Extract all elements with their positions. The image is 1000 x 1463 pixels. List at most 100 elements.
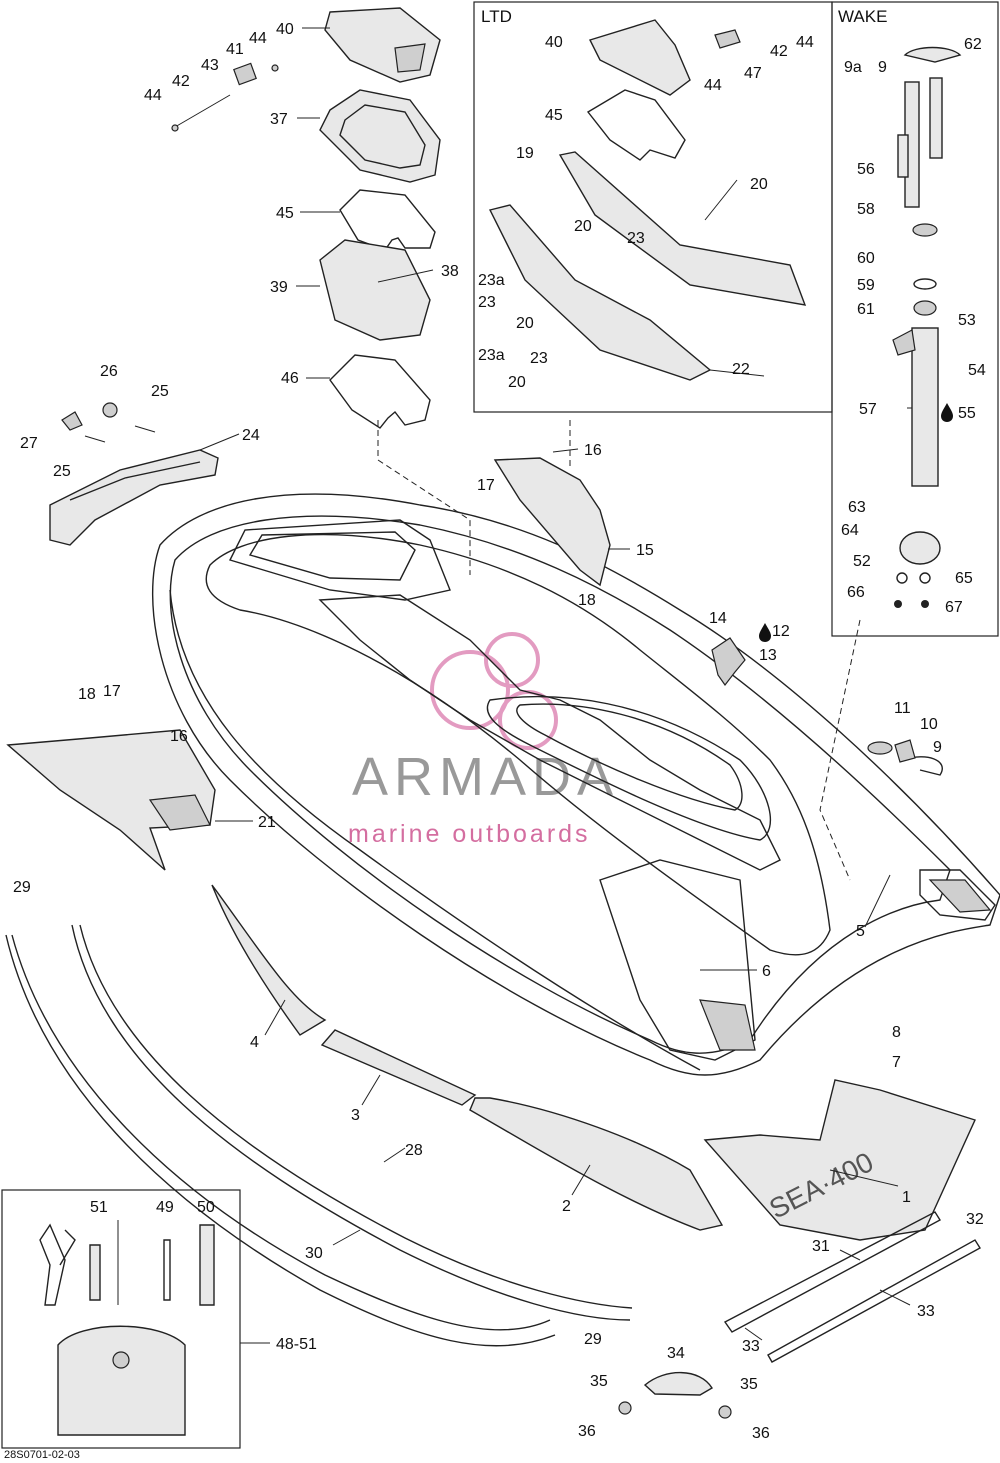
wake-nut-67b [894,600,902,608]
callout: 33 [917,1303,935,1320]
rub-strip-31 [723,1211,941,1333]
callout: 18 [578,592,596,609]
callout: 40 [276,21,294,38]
assembly-line-storage [377,420,471,575]
wake-panel-title: WAKE [838,7,887,26]
callout: 18 [78,686,96,703]
callout: 17 [103,683,121,700]
callout: 3 [351,1107,360,1124]
storage-lid [324,7,441,83]
callout: 32 [966,1211,984,1228]
watermark-logo [430,632,558,750]
storage-frame [319,89,441,183]
wake-ring-59 [913,278,937,290]
callout: 56 [857,161,875,178]
callout: 2 [562,1198,571,1215]
bow-cap-34 [643,1371,713,1396]
plug-36-b [718,1405,732,1419]
drawing-code: 28S0701-02-03 [4,1449,80,1461]
wake-post-58b [929,77,943,159]
callout: 7 [892,1054,901,1071]
fluid-drop-icon-12 [759,623,771,642]
callout: 16 [584,442,602,459]
callout: 27 [20,435,38,452]
mat-2 [469,1097,724,1231]
callout: 44 [796,34,814,51]
callout: 16 [170,728,188,745]
callout: 13 [759,647,777,664]
callout-labels-wake: 9a 9 62 56 58 60 59 61 53 54 57 55 63 64… [841,36,986,616]
callout: 60 [857,250,875,267]
callout: 48-51 [276,1336,317,1353]
callout: 23a [478,347,505,364]
callout: 63 [848,499,866,516]
callout: 49 [156,1199,174,1216]
callout: 23 [530,350,548,367]
storage-frame-inner [339,104,426,169]
callout: 29 [584,1331,602,1348]
wake-panel-box [831,1,999,637]
callout: 23 [478,294,496,311]
callout: 14 [709,610,727,627]
wake-ring-61 [913,300,937,316]
mat-4 [211,884,327,1036]
callout: 15 [636,542,654,559]
callout: 4 [250,1034,259,1051]
washer-44-b [171,124,179,132]
washer-44-a [271,64,279,72]
callout: 6 [762,963,771,980]
callout: 20 [750,176,768,193]
callout: 22 [732,361,750,378]
callout: 20 [574,218,592,235]
callout: 47 [744,65,762,82]
fasteners-25-27 [61,402,156,443]
plate-11 [867,741,893,755]
callout: 9 [878,59,887,76]
callout-labels-main: 40 41 44 43 42 44 37 45 39 38 46 26 25 2… [13,21,984,1442]
fluid-drop-icon-55 [941,403,953,422]
callout: 35 [740,1376,758,1393]
callout: 53 [958,312,976,329]
storage-bin [319,239,431,341]
callout: 9 [933,739,942,756]
tool-kit-panel-box [1,1189,241,1449]
bracket-13 [711,637,746,687]
leader-lines [199,27,912,1344]
callout: 11 [894,700,911,717]
callout: 67 [945,599,963,616]
callout: 54 [968,362,986,379]
ltd-trim-19 [558,151,807,306]
latch-41 [233,62,257,86]
wake-washer-66 [896,572,908,584]
ltd-gasket-45 [586,89,686,161]
callout: 55 [958,405,976,422]
wake-ring-60 [912,223,938,237]
callout: 8 [892,1024,901,1041]
callout: 33 [742,1338,760,1355]
watermark-brand: ARMADA [352,747,619,807]
callout: 5 [856,923,865,940]
ltd-panel-title: LTD [481,7,512,26]
callout: 50 [197,1199,215,1216]
callout: 25 [53,463,71,480]
callout: 24 [242,427,260,444]
wake-pole-57 [911,327,939,487]
callout: 35 [590,1373,608,1390]
callout: 20 [516,315,534,332]
callout: 26 [100,363,118,380]
callout: 31 [812,1238,830,1255]
wrench-icon [163,1239,171,1301]
callout: 62 [964,36,982,53]
callout: 61 [857,301,875,318]
callout: 20 [508,374,526,391]
callout: 44 [249,30,267,47]
callout: 36 [578,1423,596,1440]
callout: 59 [857,277,875,294]
pliers-icon [39,1223,76,1306]
wake-bracket-53 [892,329,916,356]
rub-strip-28b [79,924,633,1309]
rub-strip-29 [5,934,556,1347]
callout-labels-ltd: 40 44 42 44 47 45 19 20 20 23 23a 23 20 … [478,34,814,391]
callout: 42 [172,73,190,90]
gasket-46 [329,354,431,429]
